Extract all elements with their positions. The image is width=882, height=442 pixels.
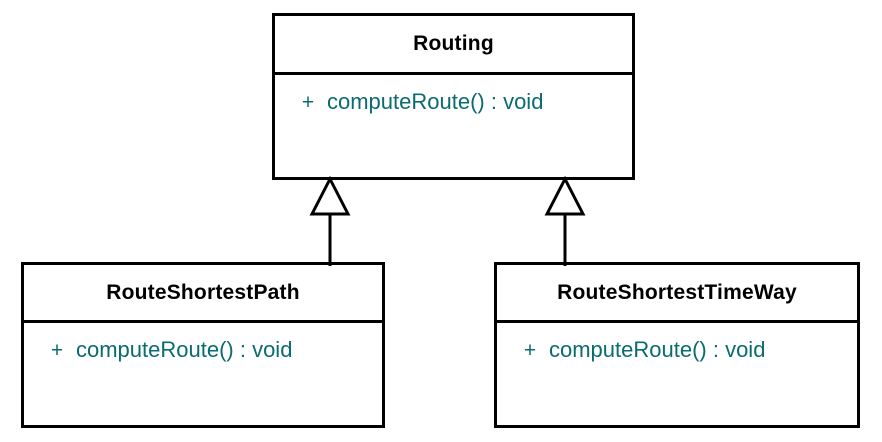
- hollow-triangle-arrowhead: [309, 175, 351, 216]
- member-visibility-icon: +: [301, 91, 315, 114]
- class-box-routing[interactable]: Routing + computeRoute() : void: [272, 13, 635, 180]
- class-members-route-shortest-time-way: + computeRoute() : void: [497, 323, 857, 425]
- class-name-route-shortest-time-way: RouteShortestTimeWay: [557, 280, 797, 304]
- class-box-route-shortest-path[interactable]: RouteShortestPath + computeRoute() : voi…: [21, 262, 385, 428]
- member-row: + computeRoute() : void: [275, 89, 632, 115]
- class-box-route-shortest-time-way[interactable]: RouteShortestTimeWay + computeRoute() : …: [494, 262, 860, 428]
- class-header-routing: Routing: [275, 16, 632, 75]
- member-visibility-icon: +: [50, 339, 64, 362]
- class-members-routing: + computeRoute() : void: [275, 75, 632, 177]
- generalization-arrow-route-shortest-path: [300, 175, 362, 266]
- member-signature: computeRoute() : void: [76, 337, 293, 362]
- class-header-route-shortest-time-way: RouteShortestTimeWay: [497, 265, 857, 323]
- member-signature: computeRoute() : void: [327, 89, 544, 114]
- class-name-route-shortest-path: RouteShortestPath: [106, 280, 300, 304]
- hollow-triangle-arrowhead: [544, 175, 586, 216]
- class-members-route-shortest-path: + computeRoute() : void: [24, 323, 382, 425]
- member-row: + computeRoute() : void: [24, 337, 382, 363]
- generalization-arrow-route-shortest-time-way: [535, 175, 597, 266]
- member-signature: computeRoute() : void: [549, 337, 766, 362]
- class-name-routing: Routing: [413, 32, 494, 55]
- class-header-route-shortest-path: RouteShortestPath: [24, 265, 382, 323]
- member-visibility-icon: +: [523, 339, 537, 362]
- member-row: + computeRoute() : void: [497, 337, 857, 363]
